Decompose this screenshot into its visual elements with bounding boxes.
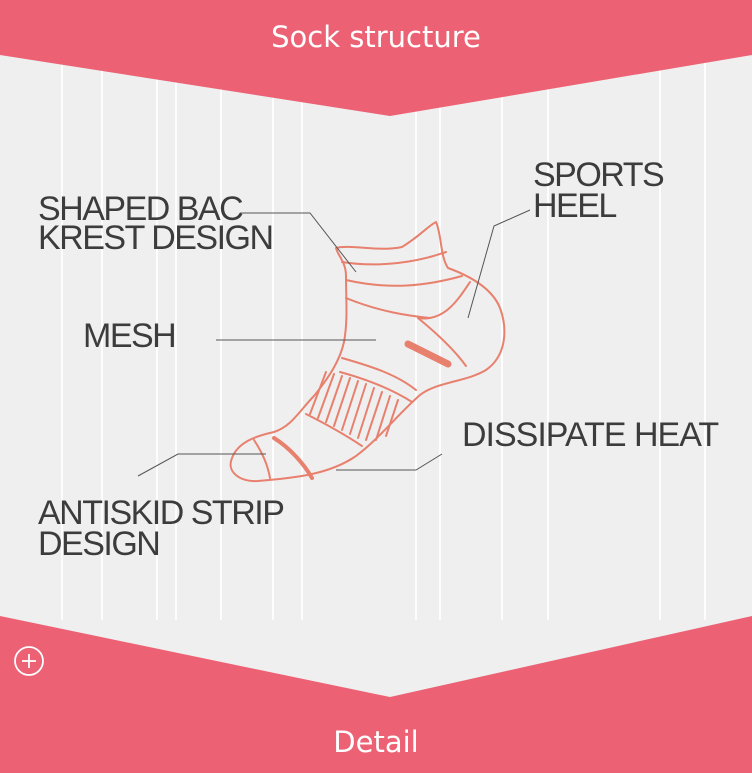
- label-shaped-back-line2: KREST DESIGN: [38, 219, 274, 257]
- label-antiskid-line2: DESIGN: [38, 525, 161, 563]
- background-stripes: [61, 0, 706, 620]
- bottom-banner: [0, 616, 752, 773]
- leader-dissipate: [336, 453, 443, 471]
- sock-illustration: [229, 221, 506, 483]
- leader-lines: [137, 209, 531, 477]
- leader-shaped-back: [240, 212, 357, 273]
- top-banner: [0, 0, 752, 116]
- label-dissipate-heat: DISSIPATE HEAT: [462, 416, 719, 454]
- plus-circle-icon[interactable]: [14, 646, 44, 676]
- label-sports-heel-line2: HEEL: [533, 187, 617, 225]
- label-mesh: MESH: [83, 317, 177, 355]
- header-title: Sock structure: [271, 20, 481, 54]
- leader-antiskid: [137, 453, 266, 477]
- label-antiskid-line1: ANTISKID STRIP: [38, 494, 285, 532]
- footer-title: Detail: [333, 725, 419, 759]
- label-sports-heel-line1: SPORTS: [533, 156, 665, 194]
- sock-outline: [229, 221, 506, 483]
- leader-sports-heel: [467, 209, 531, 319]
- label-shaped-back-line1: SHAPED BAC: [38, 190, 244, 228]
